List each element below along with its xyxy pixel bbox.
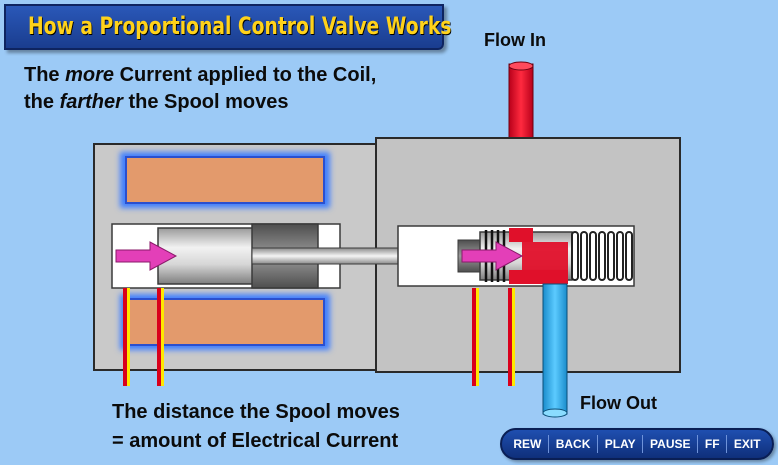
- play-button[interactable]: PLAY: [604, 437, 636, 451]
- flow-in-label: Flow In: [484, 30, 546, 50]
- coil-top: [125, 156, 325, 204]
- position-marker-spool-end: [508, 288, 515, 386]
- flow-in-passage-top: [509, 228, 533, 242]
- position-marker-armature-end: [157, 288, 164, 386]
- controls-divider: [697, 435, 699, 453]
- controls-divider: [597, 435, 599, 453]
- playback-controls: REW BACK PLAY PAUSE FF EXIT: [500, 428, 774, 460]
- flow-in-passage: [522, 242, 568, 270]
- intro-emphasis-farther: farther: [59, 91, 123, 113]
- return-spring: [571, 231, 633, 281]
- intro-emphasis-more: more: [65, 64, 115, 86]
- rew-button[interactable]: REW: [513, 437, 542, 451]
- intro-line-2-start: the: [24, 91, 60, 113]
- intro-line-1-start: The: [24, 64, 66, 86]
- flow-in-pipe-cap: [508, 61, 534, 71]
- flow-in-passage-bottom: [509, 270, 568, 284]
- footer-text: The distance the Spool moves = amount of…: [112, 398, 400, 456]
- position-marker-armature-start: [123, 288, 130, 386]
- controls-divider: [726, 435, 728, 453]
- flow-out-pipe-cap: [542, 408, 568, 418]
- controls-divider: [548, 435, 550, 453]
- back-button[interactable]: BACK: [555, 437, 591, 451]
- controls-divider: [642, 435, 644, 453]
- intro-line-2-end: the Spool moves: [122, 91, 289, 113]
- intro-line-1-end: Current applied to the Coil,: [114, 64, 377, 86]
- title-banner: How a Proportional Control Valve Works: [4, 4, 451, 50]
- position-marker-spool-start: [472, 288, 479, 386]
- armature-motion-arrow: [115, 241, 178, 271]
- intro-text: The more Current applied to the Coil, th…: [24, 62, 376, 116]
- spool-motion-arrow: [461, 241, 524, 271]
- intro-line-2: the farther the Spool moves: [24, 89, 376, 116]
- exit-button[interactable]: EXIT: [733, 437, 761, 451]
- coil-bottom: [125, 298, 325, 346]
- pause-button[interactable]: PAUSE: [650, 437, 691, 451]
- footer-line-2: = amount of Electrical Current: [112, 430, 399, 452]
- page-title: How a Proportional Control Valve Works: [28, 12, 452, 40]
- footer-line-1: The distance the Spool moves: [112, 401, 400, 423]
- flow-out-label: Flow Out: [580, 393, 657, 413]
- ff-button[interactable]: FF: [704, 437, 720, 451]
- intro-line-1: The more Current applied to the Coil,: [24, 62, 376, 89]
- flow-out-pipe: [542, 283, 568, 415]
